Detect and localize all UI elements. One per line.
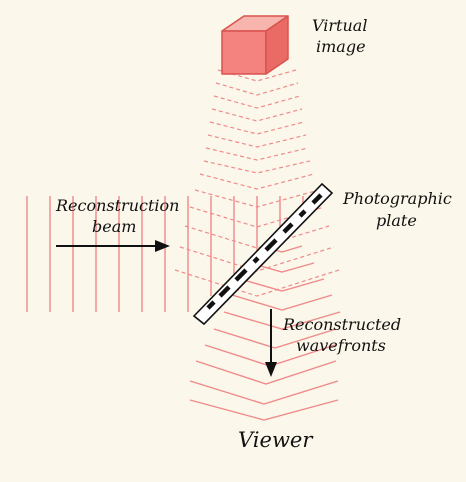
photographic-plate-label-line1: Photographic: [342, 189, 452, 208]
photographic-plate-icon: [192, 182, 334, 326]
arrow-down-icon: [265, 309, 277, 377]
reconstructed-wavefronts-label-line1: Reconstructed: [282, 315, 401, 334]
arrow-right-icon: [56, 240, 170, 252]
virtual-image-label-line2: image: [316, 37, 366, 56]
reconstruction-beam-label-line2: beam: [92, 217, 136, 236]
viewer-label: Viewer: [238, 428, 314, 452]
virtual-image-wavefronts: [174, 69, 340, 297]
virtual-image-cube-icon: [221, 15, 289, 75]
photographic-plate-label-line2: plate: [376, 211, 417, 230]
virtual-image-label-line1: Virtual: [312, 16, 367, 35]
reconstruction-beam-label-line1: Reconstruction: [55, 196, 179, 215]
reconstructed-wavefronts-label-line2: wavefronts: [296, 336, 386, 355]
